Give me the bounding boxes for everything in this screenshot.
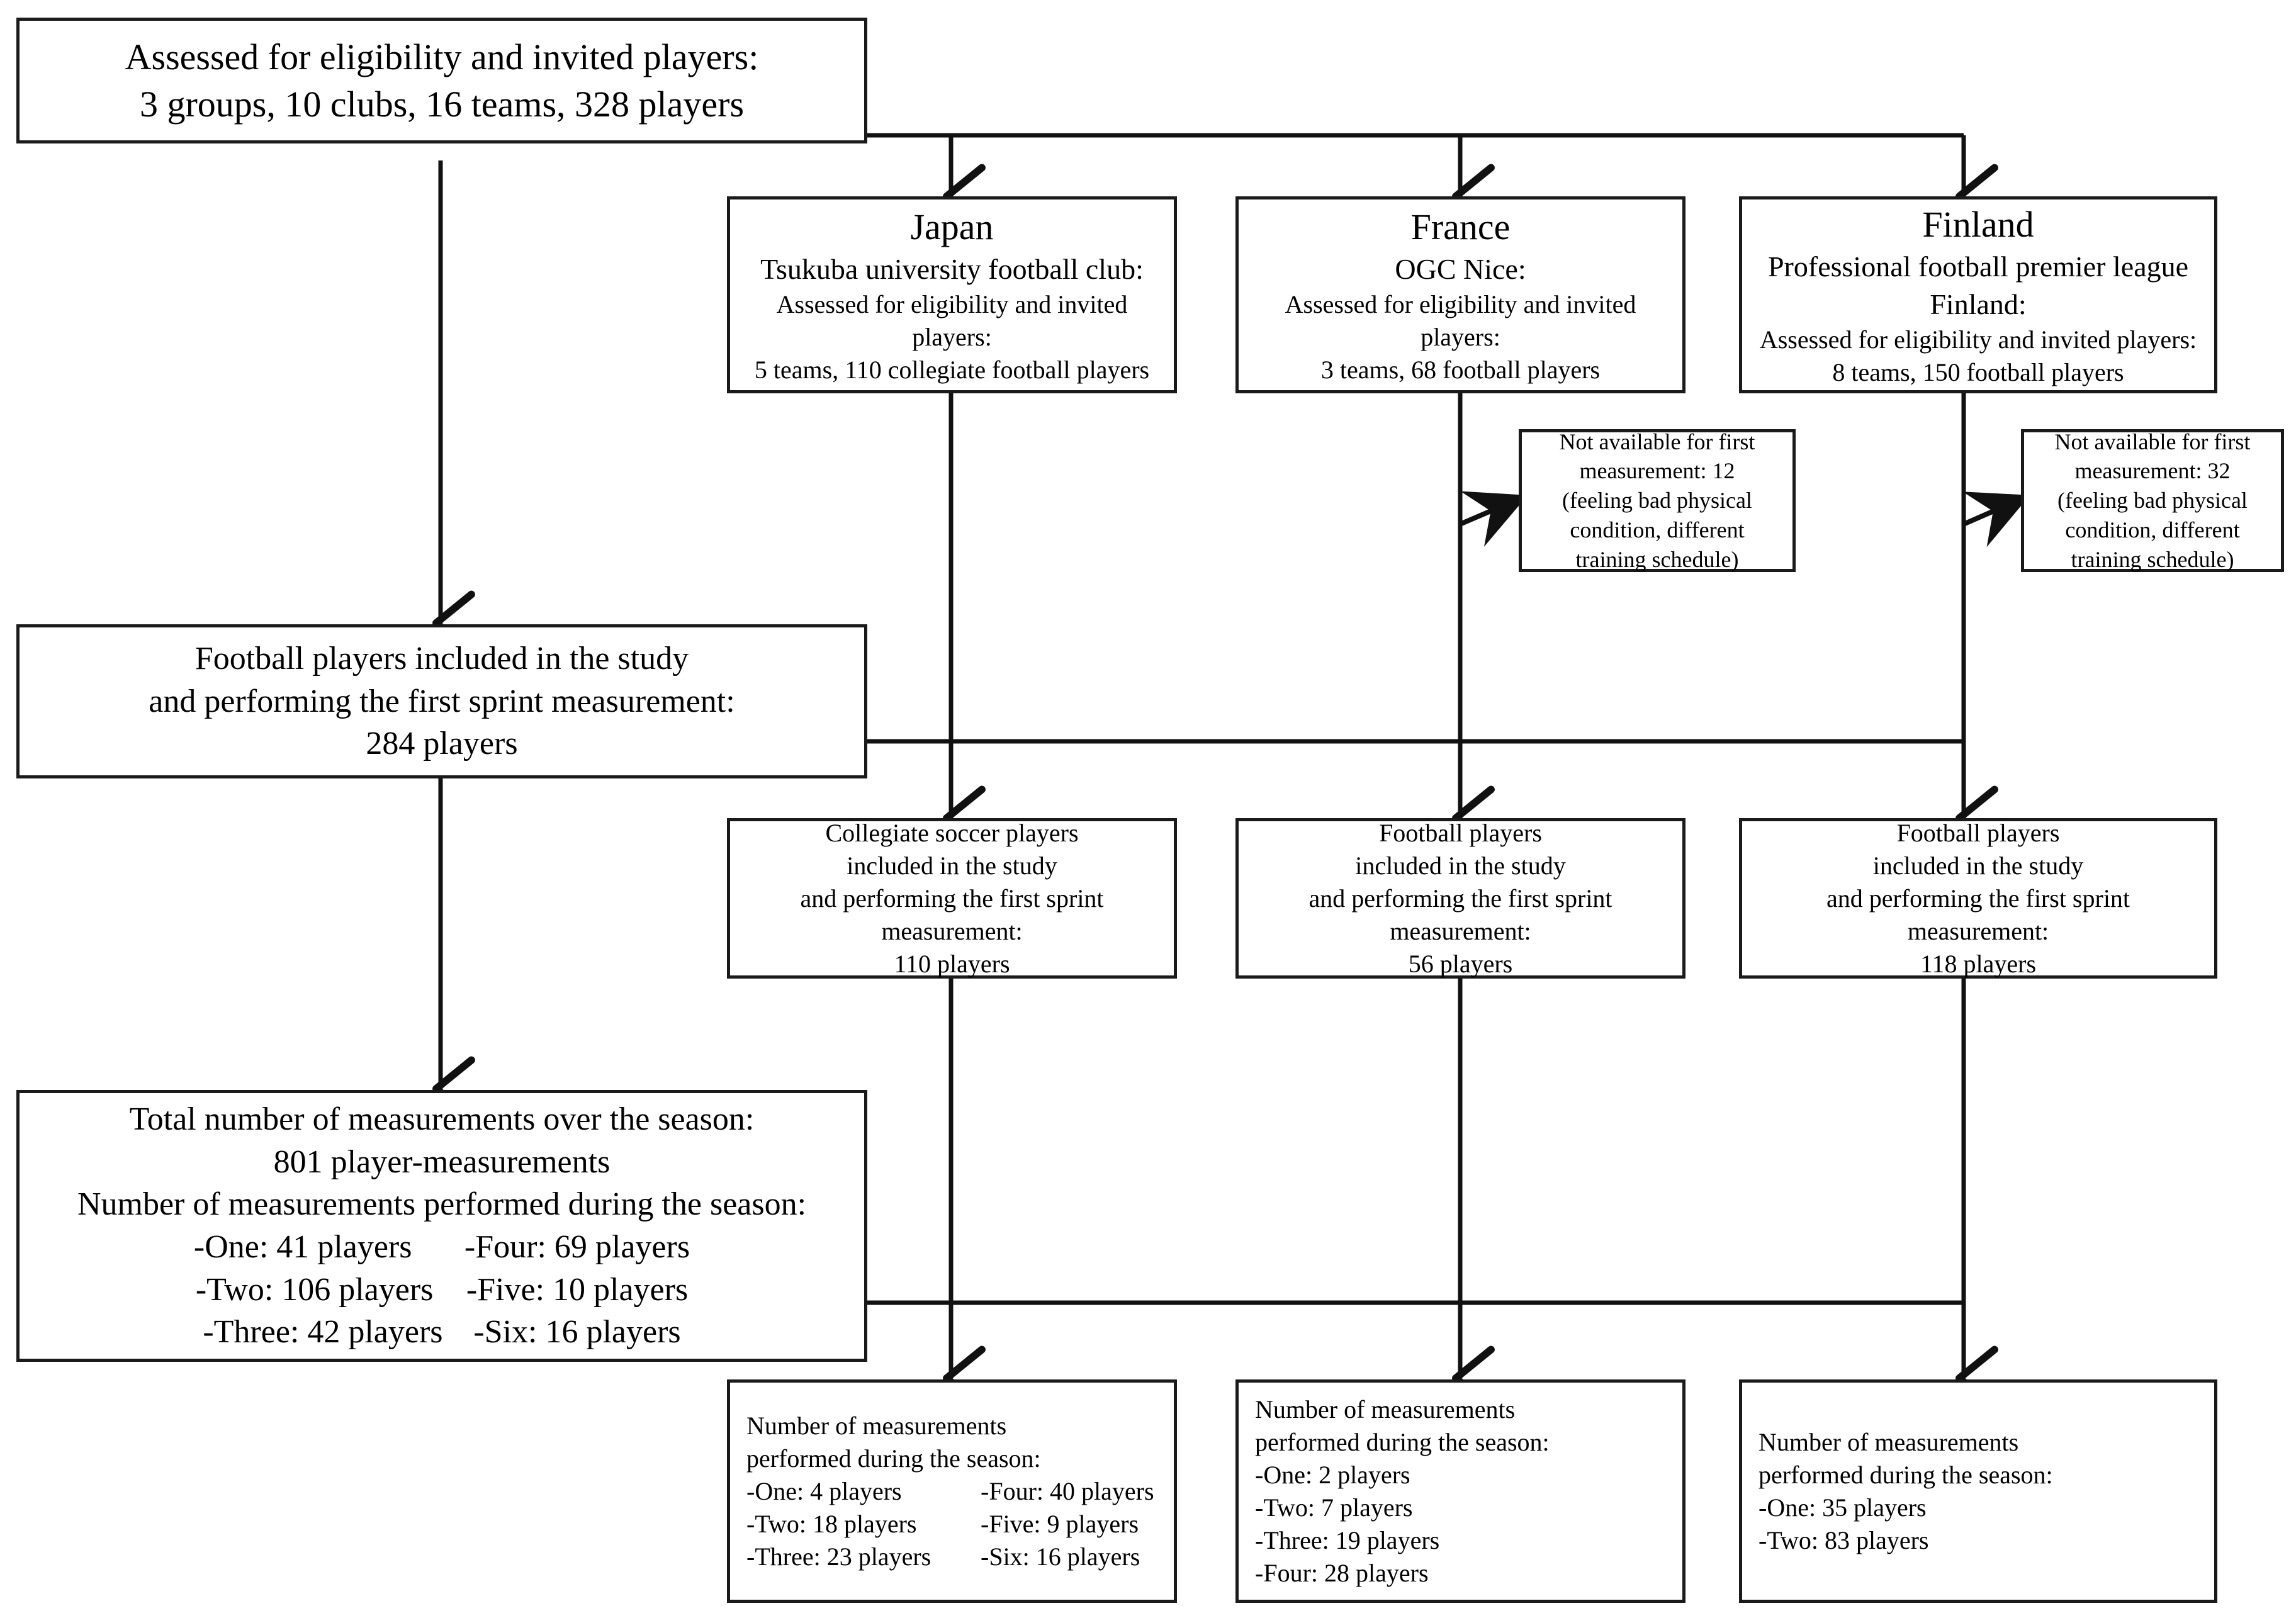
included-finland-line-1: Football players [1896, 818, 2060, 847]
measurements-japan-row-3-right: -Six: 16 players [981, 1542, 1140, 1571]
measurements-japan-heading-1: Number of measurements [746, 1411, 1007, 1440]
node-assessed-for-eligibility: Assessed for eligibility and invited pla… [16, 18, 867, 143]
measurements-total-row-3: -Three: 42 players -Six: 16 players [203, 1311, 680, 1354]
japan-line-1: Tsukuba university football club: [760, 253, 1144, 286]
finland-line-2: Finland: [1930, 288, 2027, 321]
measurements-france-line-2: -Two: 7 players [1255, 1493, 1413, 1522]
measurements-japan-row-3: -Three: 23 players -Six: 16 players [746, 1541, 1140, 1573]
measurements-japan-row-2-right: -Five: 9 players [981, 1509, 1139, 1538]
measurements-france-line-1: -One: 2 players [1255, 1460, 1410, 1489]
france-excluded-line-4: condition, different [1570, 517, 1745, 542]
france-heading: France [1410, 206, 1511, 247]
node-finland-not-available: Not available for first measurement: 32 … [2021, 429, 2284, 572]
measurements-finland-heading-2: performed during the season: [1759, 1460, 2053, 1489]
measurements-total-row-1-left: -One: 41 players [193, 1229, 412, 1265]
japan-line-3: players: [912, 323, 992, 352]
measurements-japan-row-2-left: -Two: 18 players [746, 1509, 917, 1538]
measurements-total-row-1: -One: 41 players -Four: 69 players [194, 1226, 690, 1269]
node-measurements-france: Number of measurements performed during … [1235, 1379, 1685, 1603]
node-included-finland: Football players included in the study a… [1739, 818, 2217, 979]
finland-excluded-line-1: Not available for first [2054, 429, 2251, 454]
included-finland-line-3: and performing the first sprint [1826, 884, 2130, 913]
finland-line-3: Assessed for eligibility and invited pla… [1759, 325, 2197, 354]
enrollment-line-1: Assessed for eligibility and invited pla… [125, 36, 759, 77]
measurements-japan-row-1-right: -Four: 40 players [981, 1476, 1154, 1505]
finland-line-4: 8 teams, 150 football players [1832, 357, 2124, 386]
measurements-total-line-3: Number of measurements performed during … [77, 1186, 807, 1223]
included-finland-line-2: included in the study [1872, 851, 2084, 880]
france-line-2: Assessed for eligibility and invited [1285, 290, 1636, 319]
finland-excluded-line-2: measurement: 32 [2074, 458, 2231, 484]
japan-line-4: 5 teams, 110 collegiate football players [754, 356, 1150, 385]
included-total-line-3: 284 players [366, 726, 518, 762]
measurements-france-line-4: -Four: 28 players [1255, 1558, 1429, 1587]
included-japan-line-4: measurement: [881, 916, 1023, 945]
france-excluded-line-3: (feeling bad physical [1562, 488, 1752, 514]
node-japan-cohort: Japan Tsukuba university football club: … [727, 196, 1177, 393]
france-line-3: players: [1421, 323, 1500, 352]
node-measurements-total: Total number of measurements over the se… [16, 1090, 867, 1362]
node-measurements-finland: Number of measurements performed during … [1739, 1379, 2217, 1603]
included-finland-line-5: 118 players [1920, 949, 2037, 978]
finland-excluded-line-3: (feeling bad physical [2057, 488, 2248, 514]
included-japan-line-1: Collegiate soccer players [825, 818, 1079, 847]
included-france-line-4: measurement: [1390, 916, 1531, 945]
france-excluded-line-2: measurement: 12 [1579, 458, 1735, 484]
measurements-total-row-2-right: -Five: 10 players [466, 1271, 689, 1308]
included-france-line-1: Football players [1379, 818, 1542, 847]
measurements-total-row-3-left: -Three: 42 players [203, 1314, 443, 1351]
measurements-france-heading-1: Number of measurements [1255, 1395, 1516, 1424]
included-france-line-5: 56 players [1408, 949, 1513, 978]
node-included-france: Football players included in the study a… [1235, 818, 1685, 979]
measurements-france-heading-2: performed during the season: [1255, 1427, 1550, 1456]
measurements-finland-line-2: -Two: 83 players [1759, 1525, 1929, 1554]
measurements-total-row-2: -Two: 106 players -Five: 10 players [196, 1269, 688, 1311]
node-included-total: Football players included in the study a… [16, 624, 867, 778]
included-finland-line-4: measurement: [1907, 916, 2049, 945]
included-france-line-2: included in the study [1355, 851, 1566, 880]
measurements-finland-line-1: -One: 35 players [1759, 1493, 1927, 1522]
france-excluded-line-1: Not available for first [1559, 429, 1755, 454]
finland-heading: Finland [1922, 204, 2034, 245]
arrow-finland-excluded [1962, 491, 2030, 548]
france-line-4: 3 teams, 68 football players [1320, 356, 1601, 385]
node-measurements-japan: Number of measurements performed during … [727, 1379, 1177, 1603]
japan-heading: Japan [910, 206, 994, 247]
measurements-france-line-3: -Three: 19 players [1255, 1525, 1440, 1554]
node-included-japan: Collegiate soccer players included in th… [727, 818, 1177, 979]
finland-excluded-line-4: condition, different [2065, 517, 2240, 542]
japan-line-2: Assessed for eligibility and invited [776, 290, 1128, 319]
arrow-france-excluded [1460, 491, 1528, 547]
node-finland-cohort: Finland Professional football premier le… [1739, 196, 2217, 393]
measurements-total-row-2-left: -Two: 106 players [195, 1271, 434, 1308]
included-france-line-3: and performing the first sprint [1308, 884, 1612, 913]
measurements-japan-row-1-left: -One: 4 players [746, 1476, 902, 1505]
finland-line-1: Professional football premier league [1767, 250, 2189, 283]
included-total-line-2: and performing the first sprint measurem… [149, 683, 735, 719]
included-japan-line-5: 110 players [894, 949, 1010, 978]
france-line-1: OGC Nice: [1395, 253, 1526, 286]
enrollment-line-2: 3 groups, 10 clubs, 16 teams, 328 player… [139, 84, 745, 125]
node-france-cohort: France OGC Nice: Assessed for eligibilit… [1235, 196, 1685, 393]
included-total-line-1: Football players included in the study [194, 641, 689, 677]
included-japan-line-2: included in the study [847, 851, 1057, 880]
measurements-finland-heading-1: Number of measurements [1759, 1427, 2019, 1456]
included-japan-line-3: and performing the first sprint [800, 884, 1104, 913]
measurements-total-line-1: Total number of measurements over the se… [129, 1101, 755, 1138]
finland-excluded-line-5: training schedule) [2071, 546, 2234, 572]
measurements-total-row-1-right: -Four: 69 players [464, 1229, 690, 1265]
measurements-japan-row-1: -One: 4 players -Four: 40 players [746, 1475, 1154, 1508]
france-excluded-line-5: training schedule) [1575, 546, 1739, 572]
node-france-not-available: Not available for first measurement: 12 … [1519, 429, 1796, 572]
measurements-japan-row-2: -Two: 18 players -Five: 9 players [746, 1508, 1139, 1541]
measurements-total-row-3-right: -Six: 16 players [473, 1314, 681, 1351]
measurements-japan-heading-2: performed during the season: [746, 1444, 1041, 1473]
measurements-total-line-2: 801 player-measurements [273, 1143, 611, 1180]
measurements-japan-row-3-left: -Three: 23 players [746, 1542, 931, 1571]
